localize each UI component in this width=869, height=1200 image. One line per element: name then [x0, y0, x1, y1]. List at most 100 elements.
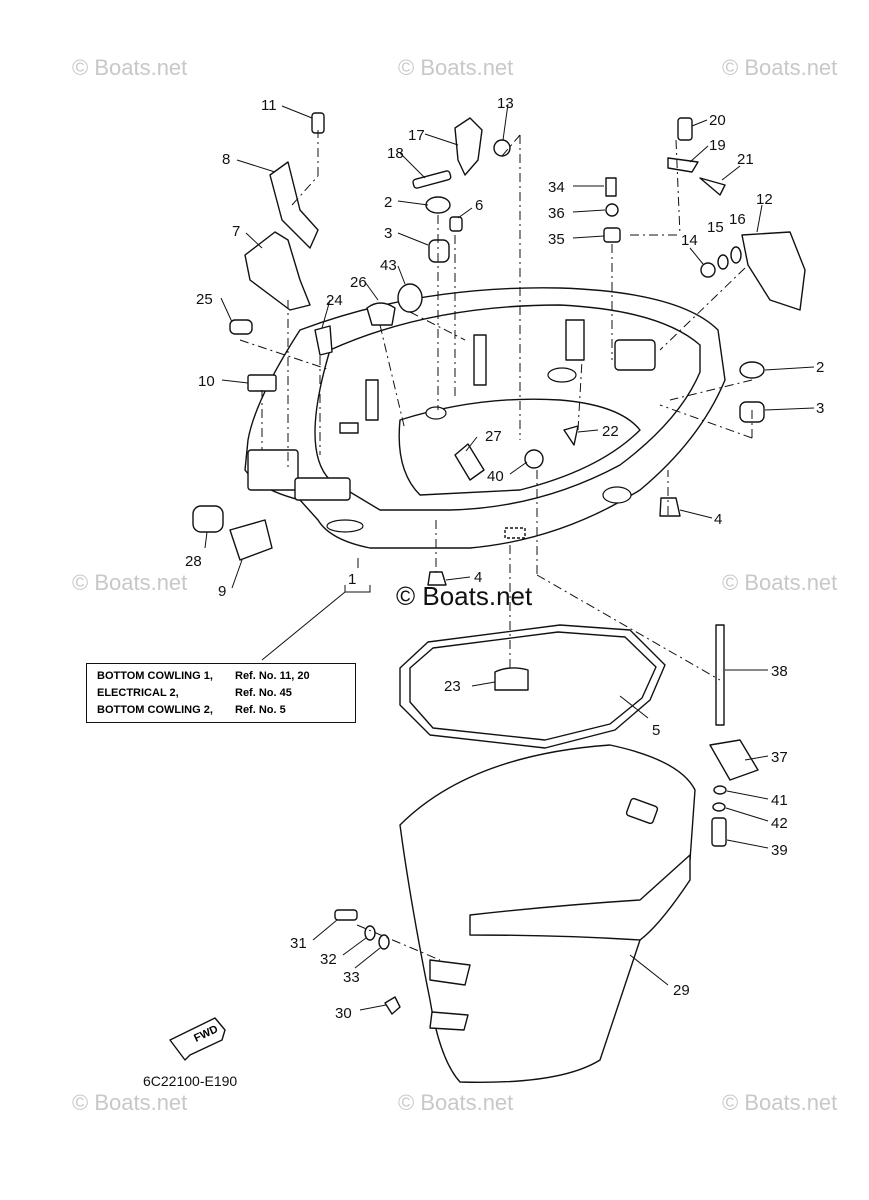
part-16	[730, 246, 742, 264]
part-4b	[427, 571, 447, 586]
part-31	[334, 909, 358, 921]
part-40	[524, 449, 544, 469]
callout-2: 2	[384, 194, 392, 211]
callout-3: 3	[816, 400, 824, 417]
reference-number: Ref. No. 5	[235, 704, 286, 716]
part-2a	[425, 196, 451, 214]
callout-32: 32	[320, 951, 337, 968]
callout-28: 28	[185, 553, 202, 570]
part-12	[741, 231, 806, 311]
reference-box: BOTTOM COWLING 1, Ref. No. 11, 20 ELECTR…	[86, 663, 356, 723]
callout-24: 24	[326, 292, 343, 309]
callout-43: 43	[380, 257, 397, 274]
watermark: © Boats.net	[72, 1090, 187, 1115]
reference-row: BOTTOM COWLING 2, Ref. No. 5	[97, 702, 345, 719]
part-9	[229, 519, 273, 561]
part-33	[378, 934, 390, 950]
part-32	[364, 925, 376, 941]
center-watermark: © Boats.net	[396, 581, 533, 611]
watermark: © Boats.net	[722, 1090, 837, 1115]
fwd-arrow-icon: FWD	[169, 1017, 226, 1061]
watermark: © Boats.net	[722, 55, 837, 80]
callout-6: 6	[475, 197, 483, 214]
reference-name: ELECTRICAL 2,	[97, 687, 179, 699]
callout-34: 34	[548, 179, 565, 196]
callout-1: 1	[348, 571, 356, 588]
part-42	[712, 802, 726, 812]
callout-18: 18	[387, 145, 404, 162]
part-39	[711, 817, 727, 847]
reference-row: BOTTOM COWLING 1, Ref. No. 11, 20	[97, 668, 345, 685]
callout-31: 31	[290, 935, 307, 952]
callout-3: 3	[384, 225, 392, 242]
reference-name: BOTTOM COWLING 2,	[97, 704, 213, 716]
callout-23: 23	[444, 678, 461, 695]
callout-labels: 1 2 2 3 3 4 4 5 6 7 8 9 10 11 12 13 14 1…	[185, 95, 824, 1022]
callout-27: 27	[485, 428, 502, 445]
callout-7: 7	[232, 223, 240, 240]
apron-part	[399, 744, 696, 1083]
part-2b	[739, 361, 765, 379]
reference-name: BOTTOM COWLING 1,	[97, 670, 213, 682]
watermark: © Boats.net	[72, 570, 187, 595]
callout-41: 41	[771, 792, 788, 809]
part-21	[699, 177, 726, 196]
callout-20: 20	[709, 112, 726, 129]
part-25	[229, 319, 253, 335]
callout-22: 22	[602, 423, 619, 440]
part-4a	[659, 497, 681, 517]
part-28	[192, 505, 224, 533]
part-22	[563, 425, 579, 446]
callout-33: 33	[343, 969, 360, 986]
callout-11: 11	[261, 97, 277, 114]
part-3a	[428, 239, 450, 263]
callout-12: 12	[756, 191, 773, 208]
bottom-cowling-part	[244, 287, 726, 549]
watermark: © Boats.net	[722, 570, 837, 595]
callout-17: 17	[408, 127, 425, 144]
seal-part	[399, 624, 666, 749]
part-36	[605, 203, 619, 217]
part-18	[412, 170, 452, 189]
callout-9: 9	[218, 583, 226, 600]
callout-35: 35	[548, 231, 565, 248]
part-24	[314, 325, 333, 356]
reference-row: ELECTRICAL 2, Ref. No. 45	[97, 685, 345, 702]
part-34	[605, 177, 617, 197]
callout-25: 25	[196, 291, 213, 308]
callout-38: 38	[771, 663, 788, 680]
small-parts	[192, 112, 806, 1015]
reference-number: Ref. No. 11, 20	[235, 670, 310, 682]
watermark-layer: © Boats.net © Boats.net © Boats.net © Bo…	[72, 55, 837, 1115]
part-41	[713, 785, 727, 795]
callout-15: 15	[707, 219, 724, 236]
callout-4: 4	[714, 511, 722, 528]
callout-4: 4	[474, 569, 482, 586]
part-43	[397, 283, 423, 313]
callout-36: 36	[548, 205, 565, 222]
callout-10: 10	[198, 373, 215, 390]
callout-5: 5	[652, 722, 660, 739]
callout-37: 37	[771, 749, 788, 766]
callout-39: 39	[771, 842, 788, 859]
watermark: © Boats.net	[72, 55, 187, 80]
callout-40: 40	[487, 468, 504, 485]
part-10	[247, 374, 277, 392]
part-26	[366, 302, 396, 326]
callout-26: 26	[350, 274, 367, 291]
part-17	[454, 117, 483, 176]
callout-29: 29	[673, 982, 690, 999]
part-27	[454, 443, 485, 481]
callout-16: 16	[729, 211, 746, 228]
callout-30: 30	[335, 1005, 352, 1022]
callout-13: 13	[497, 95, 514, 112]
part-7	[244, 231, 311, 311]
callout-42: 42	[771, 815, 788, 832]
part-15	[717, 254, 729, 270]
part-37	[709, 739, 759, 781]
callout-21: 21	[737, 151, 754, 168]
callout-14: 14	[681, 232, 698, 249]
part-8	[269, 161, 319, 249]
part-23	[494, 667, 529, 691]
watermark: © Boats.net	[398, 1090, 513, 1115]
